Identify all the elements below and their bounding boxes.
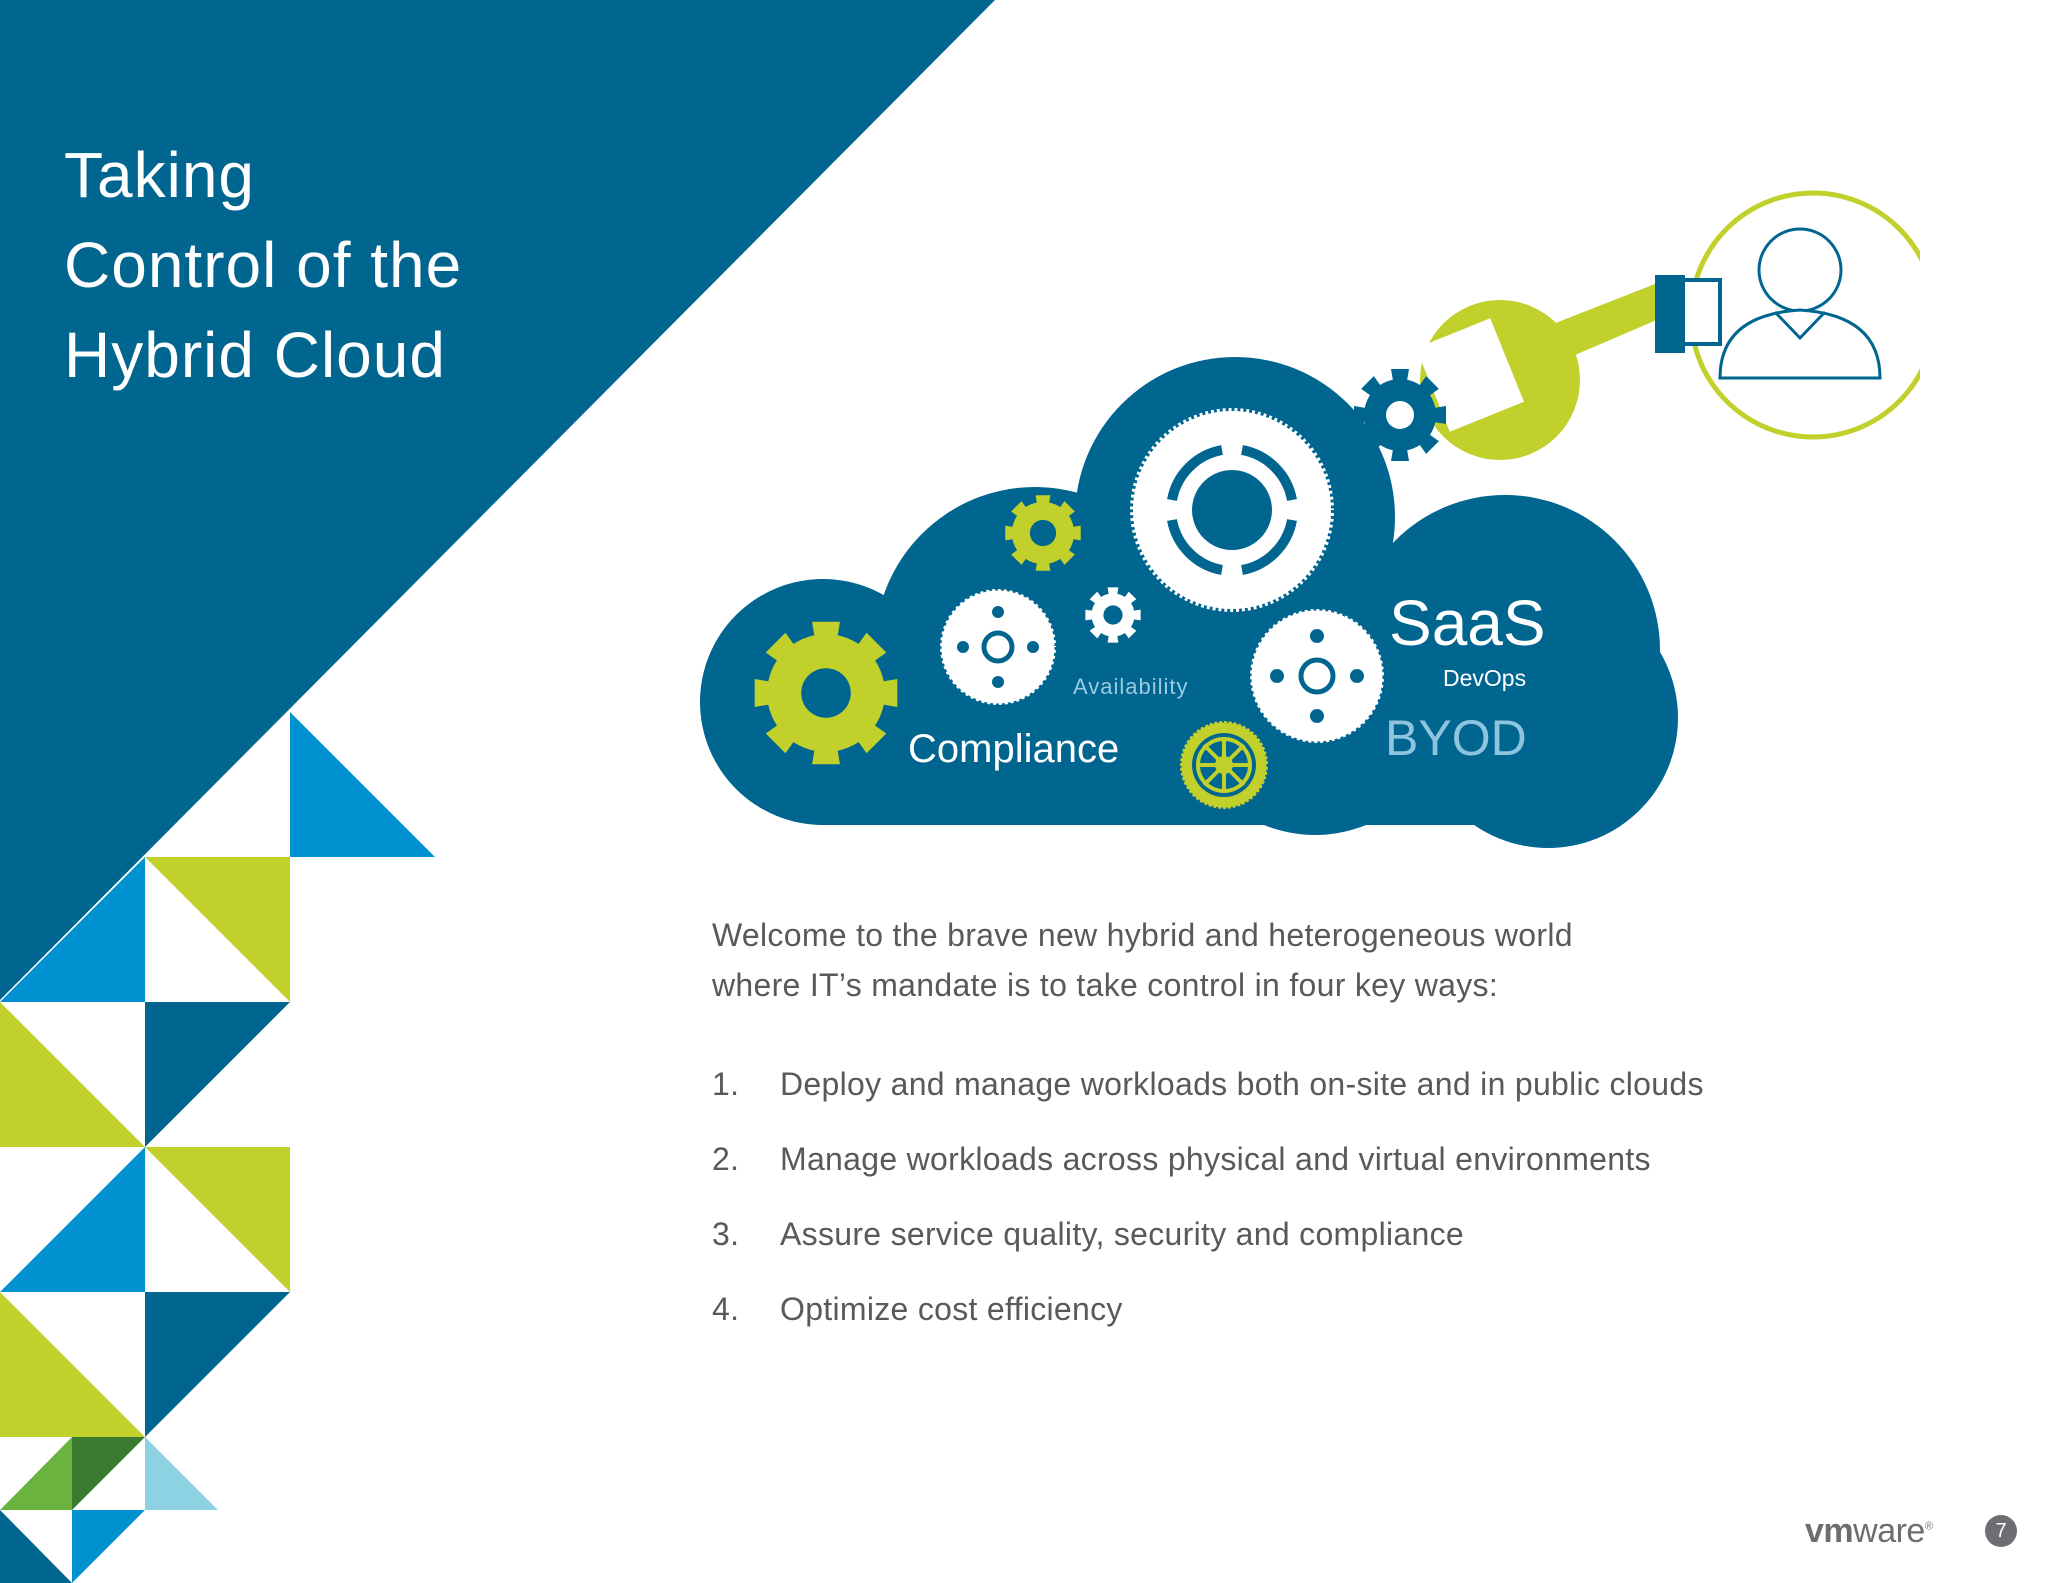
title-line: Control of the xyxy=(64,229,463,301)
compliance-label: Compliance xyxy=(908,727,1119,771)
saas-label: SaaS xyxy=(1389,587,1546,659)
list-item: 3. Assure service quality, security and … xyxy=(712,1210,1962,1285)
list-item: 4. Optimize cost efficiency xyxy=(712,1285,1962,1360)
logo-registered-mark: ® xyxy=(1924,1520,1933,1533)
hybrid-cloud-illustration: Availability Compliance SaaS DevOps BYOD xyxy=(700,190,1920,848)
byod-label: BYOD xyxy=(1385,710,1527,766)
logo-ware: ware xyxy=(1853,1512,1925,1550)
list-item: 2. Manage workloads across physical and … xyxy=(712,1135,1962,1210)
list-number: 2. xyxy=(712,1141,740,1177)
gear-icon xyxy=(1178,719,1270,811)
list-text: Manage workloads across physical and vir… xyxy=(780,1141,1651,1177)
gear-icon xyxy=(1354,369,1446,461)
gear-icon xyxy=(1248,607,1386,745)
list-number: 1. xyxy=(712,1066,740,1102)
list-number: 3. xyxy=(712,1216,740,1252)
title-line: Taking xyxy=(64,139,255,211)
page-number-badge: 7 xyxy=(1985,1515,2017,1547)
vmware-logo: vmware® xyxy=(1805,1512,1933,1551)
gear-icon xyxy=(1085,587,1141,643)
intro-line: where IT’s mandate is to take control in… xyxy=(712,967,1499,1003)
user-workstation-icon xyxy=(1655,190,1920,440)
availability-label: Availability xyxy=(1073,674,1189,699)
gear-icon xyxy=(938,587,1058,707)
page-title: Taking Control of the Hybrid Cloud xyxy=(64,130,462,400)
intro-paragraph: Welcome to the brave new hybrid and hete… xyxy=(712,910,1812,1010)
gear-icon xyxy=(1005,495,1081,571)
title-line: Hybrid Cloud xyxy=(64,319,446,391)
list-text: Deploy and manage workloads both on-site… xyxy=(780,1066,1704,1102)
key-ways-list: 1. Deploy and manage workloads both on-s… xyxy=(712,1060,1962,1360)
intro-line: Welcome to the brave new hybrid and hete… xyxy=(712,917,1573,953)
devops-label: DevOps xyxy=(1443,665,1526,691)
triangle-mosaic xyxy=(0,712,435,1583)
wrench-icon xyxy=(1416,280,1680,460)
list-text: Optimize cost efficiency xyxy=(780,1291,1123,1327)
list-text: Assure service quality, security and com… xyxy=(780,1216,1465,1252)
list-number: 4. xyxy=(712,1291,740,1327)
logo-vm: vm xyxy=(1805,1512,1854,1550)
blue-diagonal-banner xyxy=(0,0,995,1000)
gear-icon xyxy=(1127,405,1337,615)
gear-icon xyxy=(754,621,898,765)
list-item: 1. Deploy and manage workloads both on-s… xyxy=(712,1060,1962,1135)
